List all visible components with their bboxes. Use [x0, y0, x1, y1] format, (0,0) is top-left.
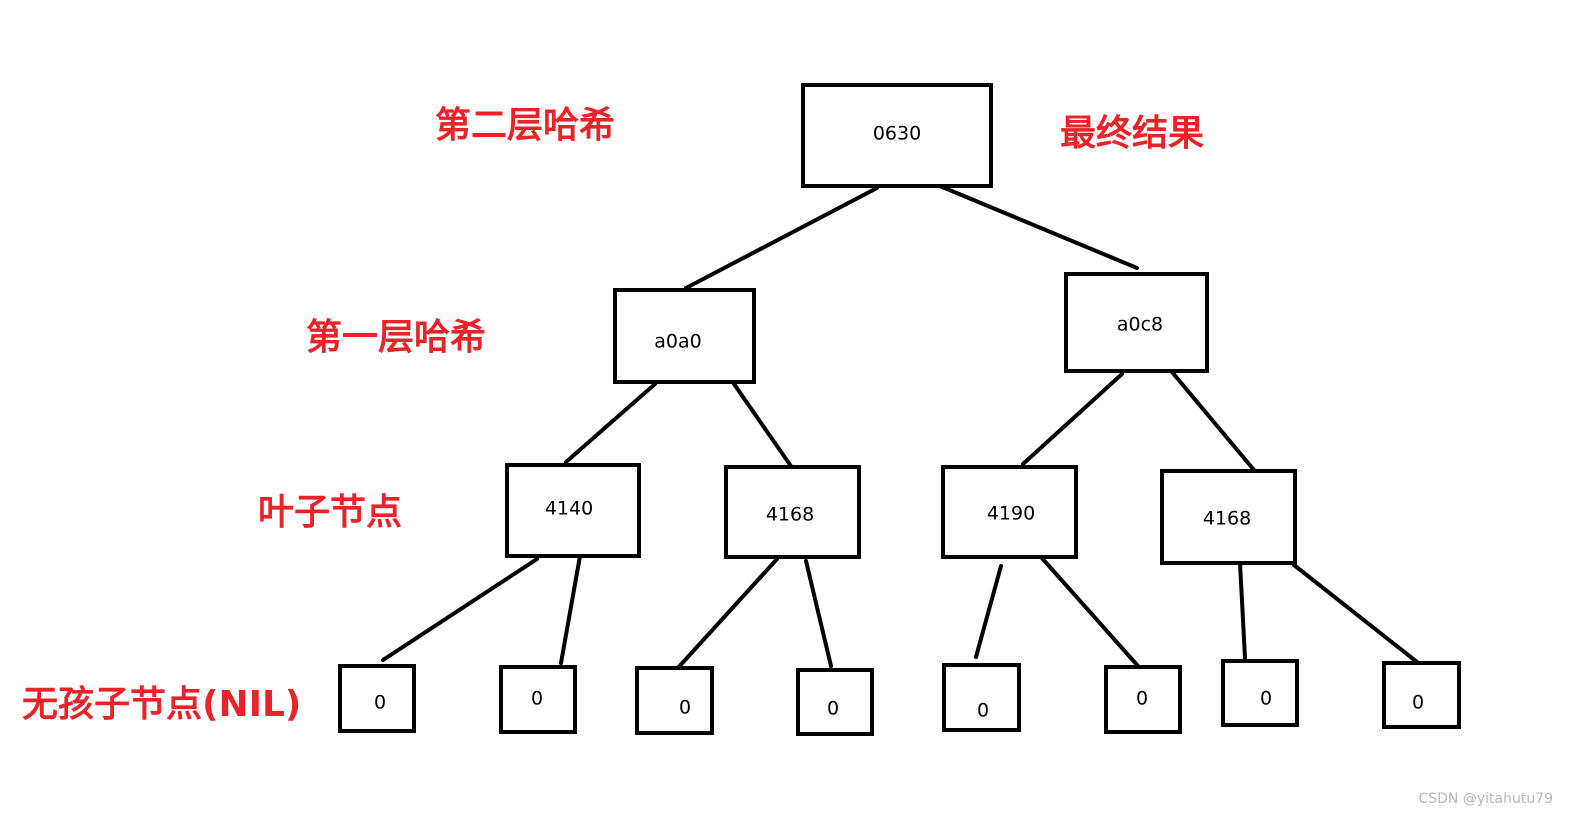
label-level1-hash: 第一层哈希 [306, 317, 486, 358]
edge-leaf-2-nil-3 [674, 557, 779, 672]
edge-leaf-3-nil-6 [1039, 555, 1140, 668]
node-nil-3-label: 0 [679, 697, 691, 719]
node-nil-2: 0 [499, 665, 577, 734]
node-nil-4-box [796, 668, 874, 736]
edge-leaf-3-nil-5 [974, 564, 1003, 659]
node-h1-left: a0a0 [613, 288, 756, 384]
node-h1-left-box [613, 288, 756, 384]
level-labels: 第二层哈希 第一层哈希 叶子节点 无孩子节点(NIL) 最终结果 [22, 105, 1204, 725]
node-nil-1-box [338, 664, 416, 733]
node-nil-4: 0 [796, 668, 874, 736]
node-nil-8: 0 [1382, 661, 1461, 729]
node-nil-6-label: 0 [1136, 688, 1148, 710]
node-root-box [801, 83, 993, 188]
node-h1-right-box [1064, 272, 1209, 373]
node-nil-6: 0 [1104, 665, 1182, 734]
edge-leaf-4-nil-7 [1238, 561, 1247, 660]
edge-root-h1-left [684, 186, 879, 290]
edge-leaf-2-nil-4 [804, 559, 833, 668]
node-h1-right: a0c8 [1064, 272, 1209, 373]
node-leaf-2-label: 4168 [766, 504, 814, 526]
node-leaf-4-box [1160, 469, 1297, 565]
node-nil-3-box [635, 666, 714, 735]
node-h1-left-label: a0a0 [654, 331, 701, 353]
label-final-result: 最终结果 [1060, 113, 1204, 154]
node-nil-6-box [1104, 665, 1182, 734]
edge-leaf-1-nil-1 [381, 557, 539, 662]
node-nil-1: 0 [338, 664, 416, 733]
node-leaf-2: 4168 [724, 465, 861, 559]
node-root: 0630 [801, 83, 993, 188]
node-leaf-1-label: 4140 [545, 498, 593, 520]
watermark-text: CSDN @yitahutu79 [1418, 791, 1553, 807]
node-leaf-1: 4140 [505, 463, 641, 558]
node-root-label: 0630 [873, 123, 921, 145]
node-nil-2-label: 0 [531, 688, 543, 710]
edge-h1-left-leaf-1 [564, 382, 657, 464]
node-leaf-1-box [505, 463, 641, 558]
node-nil-2-box [499, 665, 577, 734]
edge-root-h1-right [933, 182, 1139, 270]
label-leaf-nodes: 叶子节点 [258, 492, 402, 533]
node-h1-right-label: a0c8 [1117, 314, 1163, 336]
node-nil-5-box [942, 663, 1021, 732]
node-nil-8-box [1382, 661, 1461, 729]
node-nil-7-label: 0 [1260, 688, 1272, 710]
node-leaf-4: 4168 [1160, 469, 1297, 565]
node-nil-4-label: 0 [827, 698, 839, 720]
edge-h1-right-leaf-3 [1021, 372, 1124, 466]
node-nil-1-label: 0 [374, 692, 386, 714]
node-nil-7: 0 [1221, 659, 1299, 727]
edge-h1-right-leaf-4 [1170, 370, 1256, 472]
node-leaf-2-box [724, 465, 861, 559]
label-level2-hash: 第二层哈希 [435, 105, 615, 146]
node-nil-7-box [1221, 659, 1299, 727]
tree-edges [381, 182, 1419, 672]
node-leaf-4-label: 4168 [1203, 508, 1251, 530]
node-leaf-3-box [941, 465, 1078, 559]
node-nil-5: 0 [942, 663, 1021, 732]
label-nil-nodes: 无孩子节点(NIL) [22, 684, 301, 725]
edge-leaf-4-nil-8 [1292, 563, 1419, 664]
edge-h1-left-leaf-2 [732, 382, 795, 471]
node-leaf-3: 4190 [941, 465, 1078, 559]
node-nil-5-label: 0 [977, 700, 989, 722]
edge-leaf-1-nil-2 [559, 554, 582, 665]
node-nil-8-label: 0 [1412, 692, 1424, 714]
node-leaf-3-label: 4190 [987, 503, 1035, 525]
node-nil-3: 0 [635, 666, 714, 735]
